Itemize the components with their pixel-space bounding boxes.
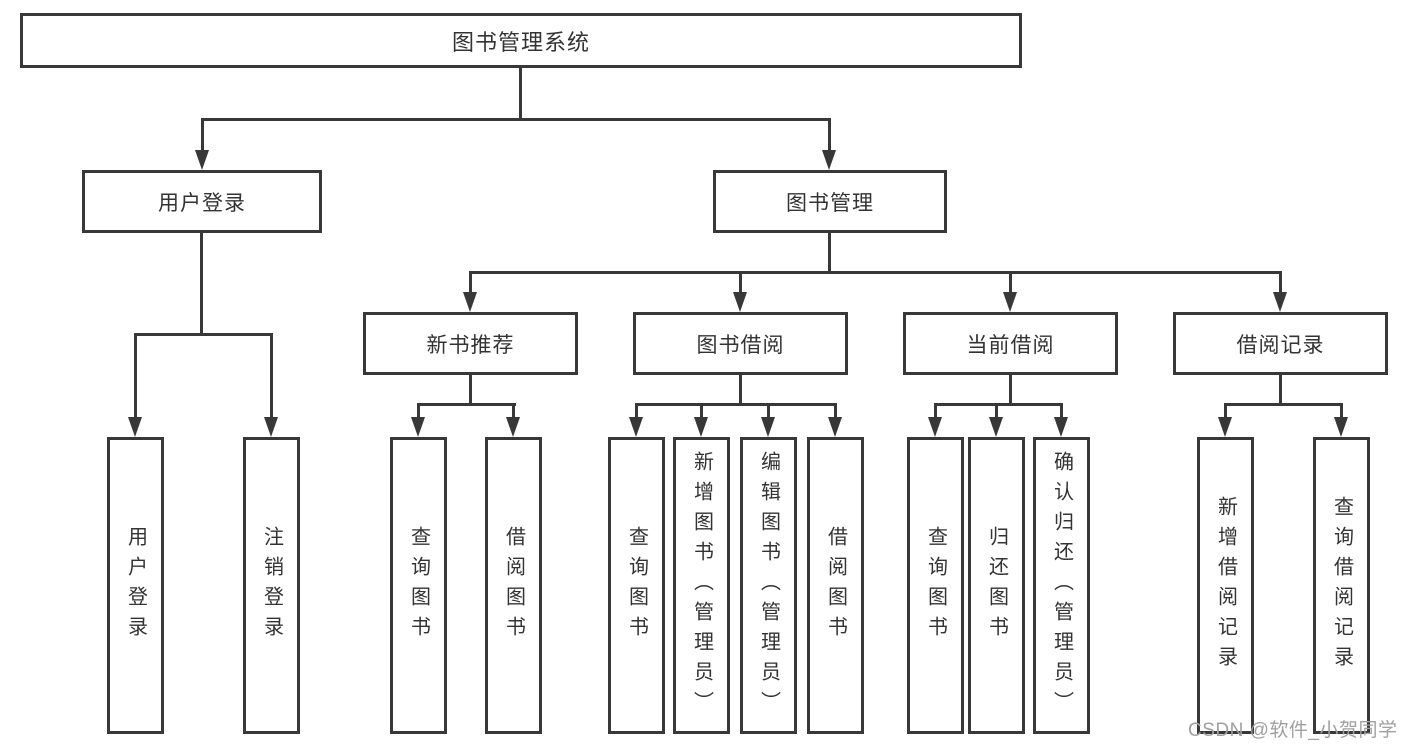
connector-bookmgmt-stem	[828, 233, 831, 274]
leaf-borrow-books-recommend: 借阅图书	[485, 437, 542, 734]
leaf-label: 新增图书（管理员）	[690, 450, 713, 721]
connector-records-rail	[1224, 403, 1343, 406]
connector-borrow-arm-3	[767, 403, 770, 421]
leaf-borrow-books: 借阅图书	[807, 437, 864, 734]
arrowhead-borrow-leaf-3	[761, 417, 775, 437]
node-current-borrow: 当前借阅	[903, 312, 1118, 375]
arrowhead-to-current-borrow	[1003, 292, 1017, 312]
node-label: 当前借阅	[966, 333, 1055, 357]
leaf-edit-books-admin: 编辑图书（管理员）	[740, 437, 797, 734]
arrowhead-to-leaf-user-login	[128, 417, 142, 437]
connector-userlogin-arm-1	[134, 333, 137, 421]
connector-current-rail	[934, 403, 1063, 406]
connector-borrow-stem	[739, 375, 742, 406]
arrowhead-to-new-book-recommend	[463, 292, 477, 312]
connector-recommend-rail	[417, 403, 516, 406]
arrowhead-borrow-leaf-4	[828, 417, 842, 437]
leaf-label: 确认归还（管理员）	[1050, 450, 1073, 721]
leaf-label: 编辑图书（管理员）	[757, 450, 780, 721]
connector-bookmgmt-arm-2	[739, 271, 742, 297]
arrowhead-current-leaf-1	[928, 417, 942, 437]
connector-root-arm-left	[201, 118, 204, 154]
node-book-management: 图书管理	[713, 170, 947, 233]
leaf-label: 借阅图书	[502, 525, 525, 646]
connector-userlogin-rail	[134, 333, 273, 336]
arrowhead-borrow-leaf-2	[694, 417, 708, 437]
connector-recommend-arm-1	[417, 403, 420, 421]
leaf-label: 用户登录	[124, 525, 147, 646]
node-user-login: 用户登录	[82, 170, 322, 233]
arrowhead-to-leaf-logout	[264, 417, 278, 437]
connector-borrow-rail	[635, 403, 837, 406]
connector-bookmgmt-rail	[469, 271, 1282, 274]
leaf-label: 注销登录	[260, 525, 283, 646]
connector-root-rail	[201, 118, 831, 121]
node-label: 新书推荐	[426, 333, 515, 357]
connector-borrow-arm-2	[700, 403, 703, 421]
leaf-label: 查询图书	[924, 525, 947, 646]
connector-root-stem	[519, 68, 522, 120]
node-label: 借阅记录	[1236, 333, 1325, 357]
connector-bookmgmt-arm-3	[1009, 271, 1012, 297]
connector-bookmgmt-arm-4	[1279, 271, 1282, 297]
csdn-watermark: CSDN @软件_小贺同学	[1188, 720, 1398, 741]
node-book-borrow: 图书借阅	[633, 312, 848, 375]
leaf-label: 新增借阅记录	[1214, 495, 1237, 676]
node-label: 用户登录	[158, 191, 246, 215]
arrowhead-current-leaf-2	[989, 417, 1003, 437]
leaf-return-books: 归还图书	[968, 437, 1025, 734]
leaf-query-borrow-record: 查询借阅记录	[1313, 437, 1370, 734]
connector-records-stem	[1279, 375, 1282, 406]
connector-current-arm-2	[995, 403, 998, 421]
connector-current-arm-1	[934, 403, 937, 421]
node-new-book-recommend: 新书推荐	[363, 312, 578, 375]
connector-borrow-arm-1	[635, 403, 638, 421]
connector-current-arm-3	[1060, 403, 1063, 421]
connector-recommend-stem	[469, 375, 472, 406]
leaf-label: 借阅图书	[824, 525, 847, 646]
leaf-confirm-return-admin: 确认归还（管理员）	[1033, 437, 1090, 734]
leaf-query-books-borrow: 查询图书	[608, 437, 665, 734]
arrowhead-borrow-leaf-1	[629, 417, 643, 437]
connector-root-arm-right	[828, 118, 831, 154]
connector-userlogin-stem	[200, 233, 203, 335]
arrowhead-records-leaf-2	[1334, 417, 1348, 437]
connector-recommend-arm-2	[512, 403, 515, 421]
arrowhead-current-leaf-3	[1054, 417, 1068, 437]
node-label: 图书管理系统	[451, 29, 590, 55]
arrowhead-recommend-leaf-2	[506, 417, 520, 437]
leaf-add-borrow-record: 新增借阅记录	[1197, 437, 1254, 734]
leaf-label: 查询图书	[407, 525, 430, 646]
arrowhead-to-borrow-records	[1273, 292, 1287, 312]
node-label: 图书借阅	[696, 333, 785, 357]
leaf-query-books-recommend: 查询图书	[390, 437, 447, 734]
arrowhead-records-leaf-1	[1218, 417, 1232, 437]
node-borrow-records: 借阅记录	[1173, 312, 1388, 375]
leaf-logout-login: 注销登录	[243, 437, 300, 734]
connector-bookmgmt-arm-1	[469, 271, 472, 297]
node-root-library-system: 图书管理系统	[20, 13, 1022, 68]
arrowhead-to-book-management	[822, 150, 836, 170]
arrowhead-to-book-borrow	[733, 292, 747, 312]
leaf-label: 查询图书	[625, 525, 648, 646]
arrowhead-to-user-login	[195, 150, 209, 170]
arrowhead-recommend-leaf-1	[411, 417, 425, 437]
connector-userlogin-arm-2	[270, 333, 273, 421]
leaf-label: 归还图书	[985, 525, 1008, 646]
leaf-user-login: 用户登录	[107, 437, 164, 734]
connector-current-stem	[1009, 375, 1012, 406]
connector-records-arm-2	[1340, 403, 1343, 421]
leaf-label: 查询借阅记录	[1330, 495, 1353, 676]
connector-borrow-arm-4	[834, 403, 837, 421]
node-label: 图书管理	[786, 191, 874, 215]
connector-records-arm-1	[1224, 403, 1227, 421]
leaf-add-books-admin: 新增图书（管理员）	[673, 437, 730, 734]
leaf-query-books-current: 查询图书	[907, 437, 964, 734]
